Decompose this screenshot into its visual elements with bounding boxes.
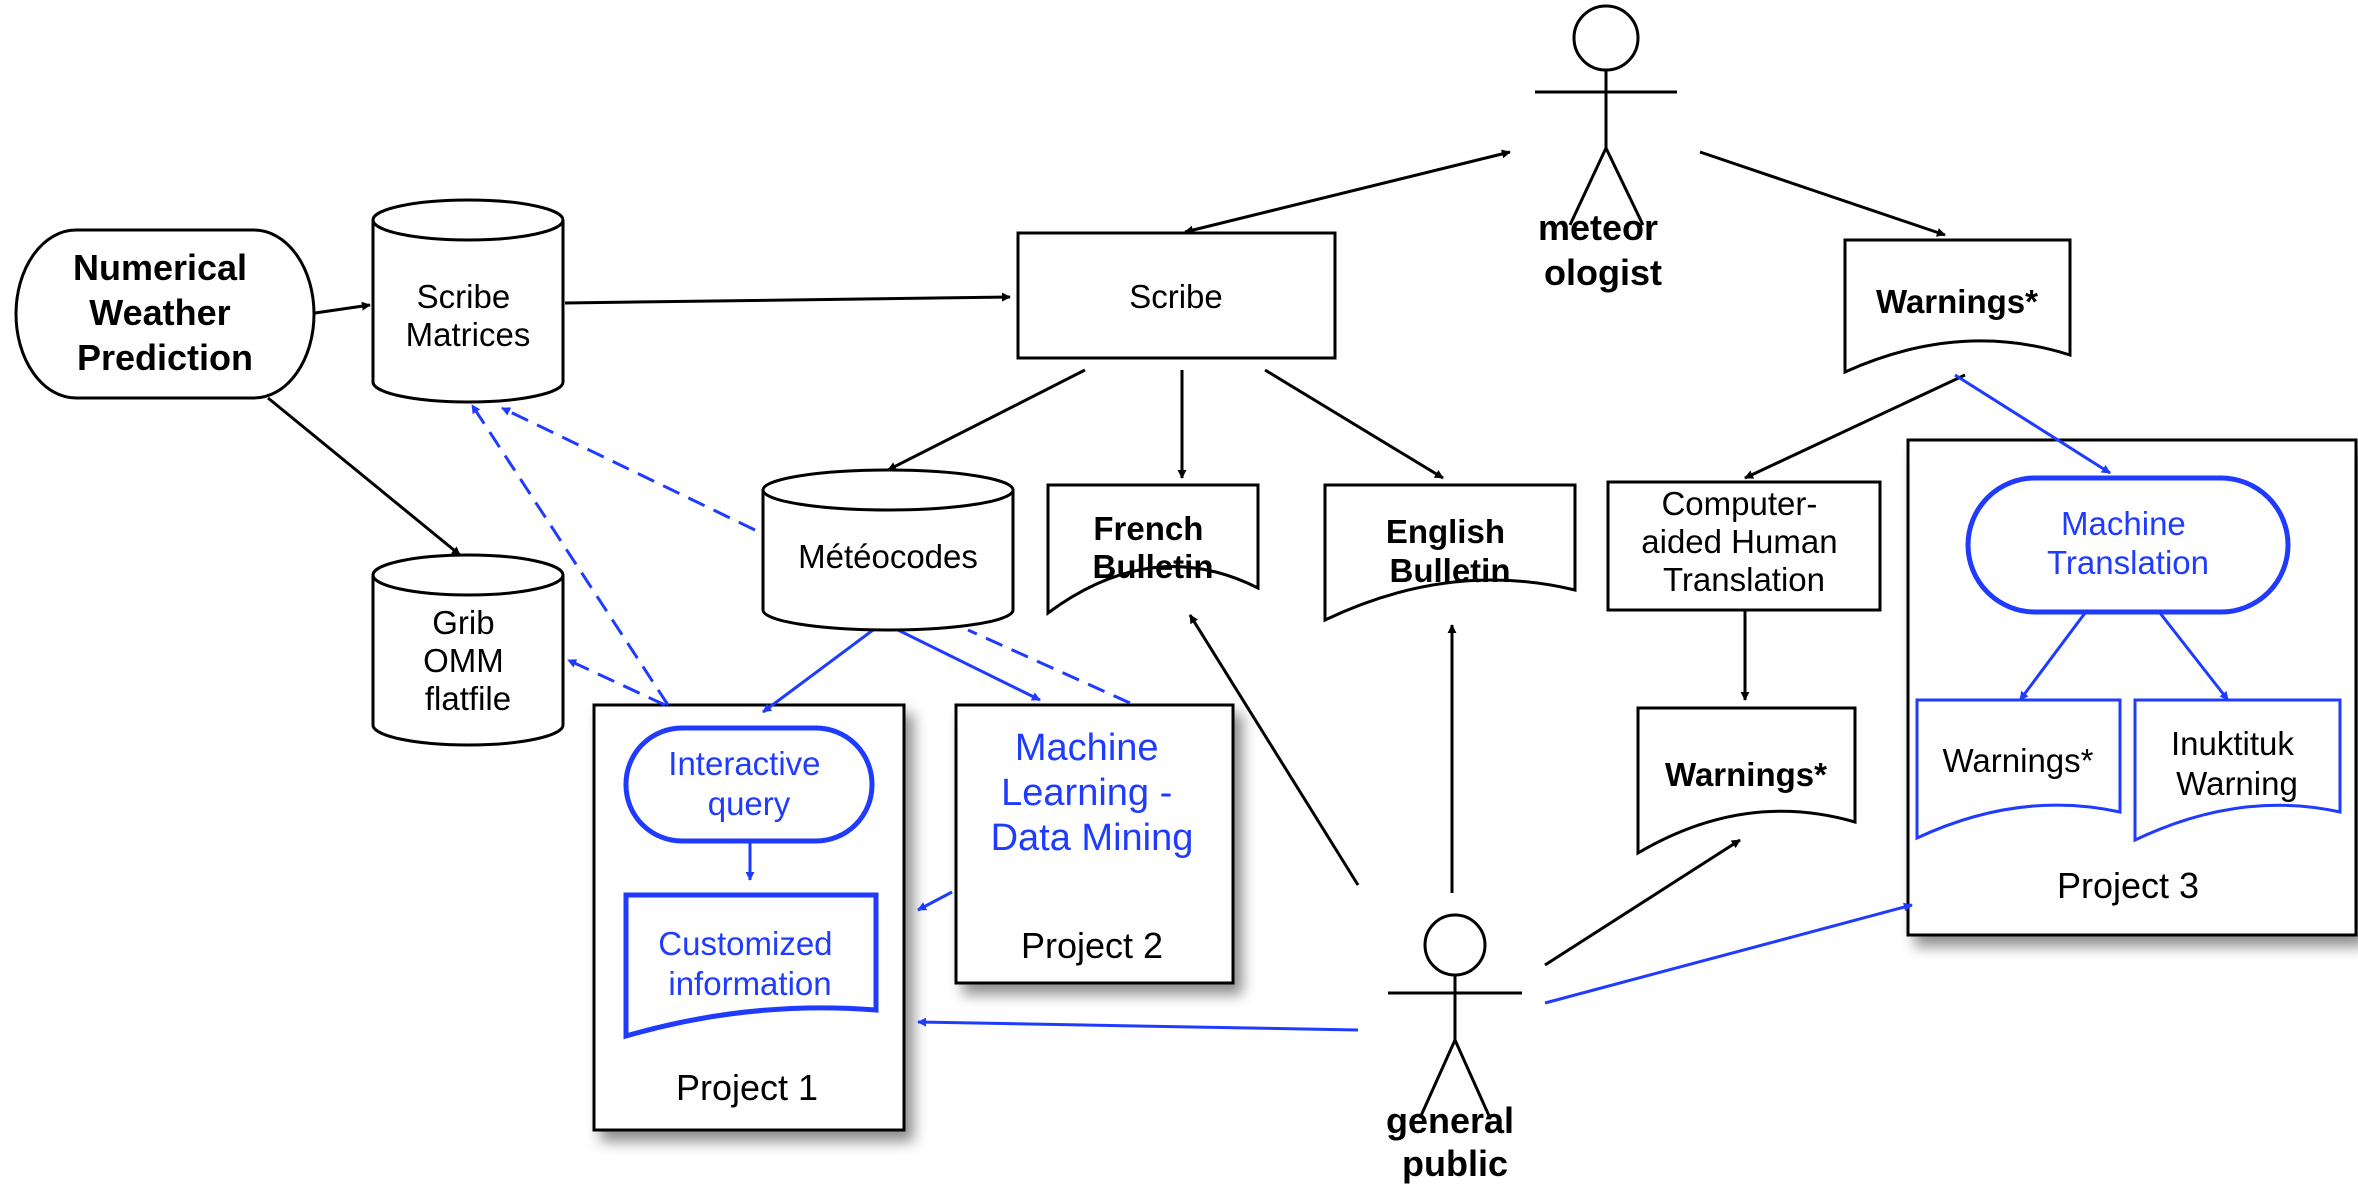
nwp-label-2: Weather	[89, 292, 230, 333]
svg-text:Scribe Matrices: Scribe Matrices	[406, 278, 531, 353]
warnings-mid-label: Warnings*	[1665, 756, 1827, 793]
project3-label: Project 3	[2057, 865, 2199, 906]
english-bulletin-label-2: Bulletin	[1390, 552, 1511, 589]
arrow-mt-to-inuktituk	[2158, 612, 2230, 701]
svg-text:Numerical Weather Pred: Numerical Weather Prediction	[73, 247, 257, 378]
arrow-public-to-project1	[917, 1017, 1359, 1032]
english-bulletin-label-1: English	[1386, 513, 1505, 550]
svg-text:Inuktituk Warning: Inuktituk Warning	[2171, 725, 2303, 802]
general-public-label-2: public	[1402, 1143, 1508, 1184]
scribe-box[interactable]	[1016, 231, 1337, 360]
svg-text:general public: general public	[1386, 1100, 1524, 1184]
svg-text:meteor ologist: meteor ologist	[1538, 207, 1668, 293]
meteorologist-actor[interactable]	[1535, 4, 1677, 226]
arrow-ml-to-custom	[917, 890, 953, 912]
dashed-project1-to-grib	[567, 658, 666, 707]
arrow-scribe-to-meteocodes	[887, 368, 1086, 472]
dashed-meteocodes-to-matrices	[501, 406, 756, 532]
dashed-project1-to-matrices	[470, 404, 670, 706]
arrow-meteocodes-to-iq	[762, 628, 874, 714]
general-public-actor[interactable]	[1388, 913, 1522, 1119]
french-bulletin-doc[interactable]	[1046, 483, 1260, 616]
arrow-public-to-warnings-mid	[1544, 838, 1741, 967]
svg-text:English Bulletin: English Bulletin	[1386, 513, 1514, 589]
arrow-meteocodes-to-ml	[897, 628, 1041, 702]
ml-dm-label-3: Data Mining	[991, 817, 1194, 859]
arrow-public-to-project3	[1544, 902, 1913, 1005]
grib-label-3: flatfile	[425, 680, 511, 717]
arrow-scribe-to-english	[1264, 368, 1444, 480]
arrow-scribe-meteorologist	[1184, 149, 1511, 235]
arrow-nwp-to-matrices	[314, 301, 371, 315]
svg-text:Customized information: Customized information	[658, 925, 841, 1002]
arrow-public-to-french	[1188, 614, 1360, 886]
warnings-p3-doc[interactable]	[1915, 698, 2122, 841]
meteorologist-label-2: ologist	[1544, 252, 1662, 293]
meteocodes-db[interactable]	[761, 468, 1015, 632]
cat-label-2: aided Human	[1641, 523, 1837, 560]
arrow-nwp-to-grib	[267, 396, 461, 557]
english-bulletin-doc[interactable]	[1323, 483, 1577, 623]
ml-dm-label-2: Learning -	[1001, 772, 1172, 814]
svg-text:French Bulletin: French Bulletin	[1093, 510, 1214, 585]
customized-info-label-2: information	[668, 965, 831, 1002]
interactive-query-label-2: query	[708, 785, 791, 822]
svg-text:Machine Translation: Machine Translation	[2047, 505, 2209, 581]
project1-label: Project 1	[676, 1067, 818, 1108]
customized-info-label-1: Customized	[658, 925, 832, 962]
inuktituk-label-2: Warning	[2176, 765, 2298, 802]
scribe-label: Scribe	[1129, 278, 1223, 315]
meteorologist-label-1: meteor	[1538, 207, 1658, 248]
scribe-matrices-label-2: Matrices	[406, 316, 531, 353]
inuktituk-doc[interactable]	[2133, 698, 2342, 843]
machine-translation-shape[interactable]	[1965, 475, 2291, 615]
grib-label-1: Grib	[432, 604, 494, 641]
grib-label-2: OMM	[423, 642, 504, 679]
inuktituk-label-1: Inuktituk	[2171, 725, 2294, 762]
svg-text:Computer- aided Human: Computer- aided Human Translation	[1641, 485, 1846, 598]
machine-translation-label-1: Machine	[2061, 505, 2186, 542]
svg-text:Grib OMM flatfile: Grib OMM flatfile	[423, 604, 513, 717]
warnings-mid-doc[interactable]	[1636, 706, 1857, 856]
arrow-warnings-to-mt	[1954, 373, 2111, 475]
arrow-warnings-to-cat	[1744, 373, 1966, 480]
cat-box[interactable]	[1606, 480, 1882, 612]
ml-dm-label-1: Machine	[1015, 727, 1159, 769]
nwp-label-1: Numerical	[73, 247, 247, 288]
meteocodes-label: Météocodes	[798, 538, 978, 575]
arrow-matrices-to-scribe	[564, 292, 1011, 305]
scribe-matrices-label-1: Scribe	[417, 278, 511, 315]
warnings-top-label: Warnings*	[1876, 283, 2038, 320]
general-public-label-1: general	[1386, 1100, 1514, 1141]
warnings-p3-label: Warnings*	[1943, 742, 2094, 779]
interactive-query-shape[interactable]	[623, 725, 875, 844]
nwp-label-3: Prediction	[77, 337, 253, 378]
machine-translation-label-2: Translation	[2047, 544, 2209, 581]
interactive-query-label-1: Interactive	[668, 745, 820, 782]
svg-text:Machine Learning - Dat: Machine Learning - Data Mining	[991, 727, 1194, 859]
svg-text:Interactive query: Interactive query	[668, 745, 829, 822]
dashed-ml-to-meteocodes	[967, 628, 1131, 705]
project2-box	[954, 703, 1235, 985]
grib-db[interactable]	[371, 553, 565, 747]
arrow-mt-to-warnings-p3	[2018, 612, 2087, 701]
cat-label-1: Computer-	[1661, 485, 1817, 522]
french-bulletin-label-2: Bulletin	[1093, 548, 1214, 585]
arrow-meteorologist-to-warnings	[1699, 150, 1946, 237]
warnings-top-doc[interactable]	[1843, 238, 2072, 375]
customized-info-doc[interactable]	[623, 892, 879, 1040]
project2-label: Project 2	[1021, 925, 1163, 966]
scribe-matrices-db[interactable]	[371, 198, 565, 404]
cat-label-3: Translation	[1663, 561, 1825, 598]
nwp-shape[interactable]	[14, 228, 316, 400]
french-bulletin-label-1: French	[1093, 510, 1203, 547]
